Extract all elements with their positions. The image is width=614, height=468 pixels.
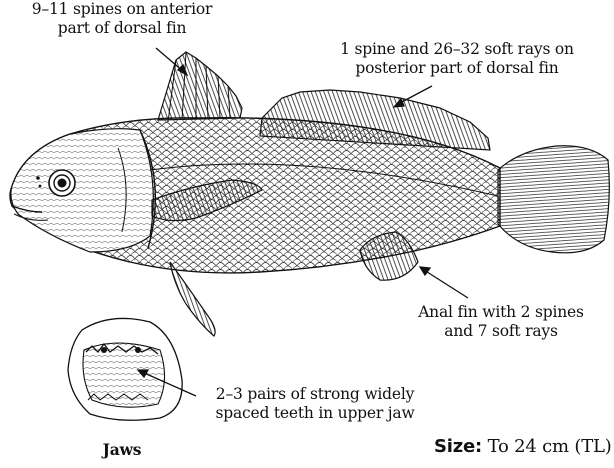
annotation-dorsal-anterior-line-1: 9–11 spines on anterior bbox=[6, 0, 238, 19]
annotation-anal-fin-line-1: Anal fin with 2 spines bbox=[390, 303, 612, 322]
size-caption-value: To 24 cm (TL) bbox=[488, 436, 612, 457]
jaws-caption: Jaws bbox=[82, 440, 162, 459]
size-caption: Size: To 24 cm (TL) bbox=[434, 437, 614, 456]
arrow-anal-fin bbox=[424, 270, 468, 298]
annotation-anal-fin: Anal fin with 2 spines and 7 soft rays bbox=[390, 303, 612, 341]
annotation-anal-fin-line-2: and 7 soft rays bbox=[390, 322, 612, 341]
annotation-teeth: 2–3 pairs of strong widely spaced teeth … bbox=[200, 385, 430, 423]
caudal-fin bbox=[498, 146, 609, 253]
annotation-dorsal-anterior-line-2: part of dorsal fin bbox=[6, 19, 238, 38]
annotation-dorsal-posterior-line-2: posterior part of dorsal fin bbox=[322, 59, 592, 78]
spinous-dorsal-fin bbox=[158, 52, 242, 122]
annotation-dorsal-anterior: 9–11 spines on anterior part of dorsal f… bbox=[6, 0, 238, 38]
annotation-dorsal-posterior-line-1: 1 spine and 26–32 soft rays on bbox=[322, 40, 592, 59]
fish-body bbox=[10, 118, 500, 273]
annotation-dorsal-posterior: 1 spine and 26–32 soft rays on posterior… bbox=[322, 40, 592, 78]
jaws-inset-drawing bbox=[68, 318, 182, 420]
annotation-teeth-line-1: 2–3 pairs of strong widely bbox=[200, 385, 430, 404]
annotation-teeth-line-2: spaced teeth in upper jaw bbox=[200, 404, 430, 423]
size-caption-label: Size: bbox=[434, 436, 482, 457]
